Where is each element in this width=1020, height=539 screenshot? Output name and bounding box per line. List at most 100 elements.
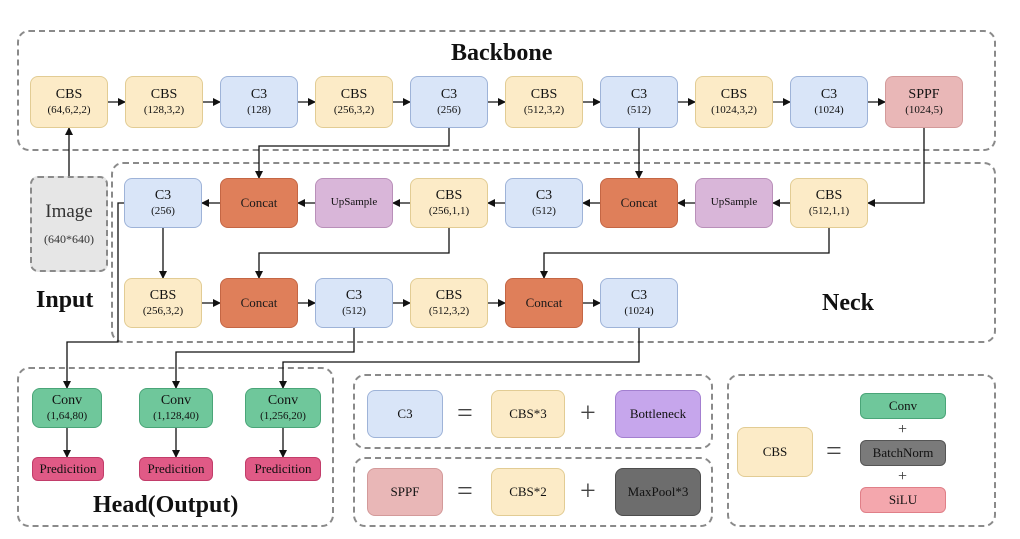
- node-title: SiLU: [888, 492, 918, 508]
- node-params: (640*640): [44, 232, 94, 247]
- node-title: Concat: [525, 295, 563, 311]
- node-title: C3: [345, 288, 363, 303]
- node-params: (1024): [814, 103, 844, 116]
- backbone-title: Backbone: [451, 40, 553, 66]
- head-prediction-2: Predicition: [139, 457, 213, 481]
- node-title: CBS: [149, 288, 177, 303]
- node-title: CBS: [530, 87, 558, 102]
- neck-concat-2: Concat: [600, 178, 678, 228]
- legend-c3: C3: [367, 390, 443, 438]
- node-title: C3: [250, 87, 268, 102]
- node-params: (512,3,2): [428, 304, 470, 317]
- node-title: Predicition: [147, 461, 205, 477]
- backbone-cbs-4: CBS(512,3,2): [505, 76, 583, 128]
- neck-title: Neck: [822, 290, 874, 316]
- node-title: Conv: [888, 398, 918, 414]
- head-conv-2: Conv(1,128,40): [139, 388, 213, 428]
- head-conv-3: Conv(1,256,20): [245, 388, 321, 428]
- neck-cbs-512-3-2: CBS(512,3,2): [410, 278, 488, 328]
- neck-concat-4: Concat: [505, 278, 583, 328]
- input-image: Image (640*640): [30, 176, 108, 272]
- c3-legend-region: [353, 374, 713, 449]
- legend-conv: Conv: [860, 393, 946, 419]
- node-title: Concat: [240, 195, 278, 211]
- node-params: (512,1,1): [808, 204, 850, 217]
- connector-arrow: [172, 328, 355, 389]
- node-title: SPPF: [908, 87, 940, 102]
- connector-arrow: [279, 328, 640, 389]
- node-title: Concat: [620, 195, 658, 211]
- backbone-cbs-5: CBS(1024,3,2): [695, 76, 773, 128]
- neck-region: [111, 162, 996, 343]
- backbone-cbs-2: CBS(128,3,2): [125, 76, 203, 128]
- neck-c3-512: C3(512): [505, 178, 583, 228]
- backbone-c3-1: C3(128): [220, 76, 298, 128]
- node-params: (512): [342, 304, 366, 317]
- node-title: UpSample: [330, 196, 378, 209]
- connector-arrow: [867, 128, 925, 207]
- node-title: CBS*3: [509, 406, 547, 422]
- node-params: (1024,5): [905, 103, 943, 116]
- node-title: UpSample: [710, 196, 758, 209]
- node-title: CBS: [762, 444, 788, 460]
- node-title: Conv: [267, 393, 299, 408]
- neck-c3-1024: C3(1024): [600, 278, 678, 328]
- connector-arrow: [255, 128, 450, 179]
- equals-sign: =: [826, 436, 842, 467]
- neck-concat-3: Concat: [220, 278, 298, 328]
- plus-sign: +: [580, 476, 596, 507]
- neck-c3-256: C3(256): [124, 178, 202, 228]
- node-params: (64,6,2,2): [47, 103, 91, 116]
- node-title: C3: [154, 188, 172, 203]
- node-params: (256): [437, 103, 461, 116]
- node-title: CBS: [720, 87, 748, 102]
- neck-c3-512-b: C3(512): [315, 278, 393, 328]
- backbone-c3-4: C3(1024): [790, 76, 868, 128]
- node-title: CBS: [435, 288, 463, 303]
- legend-maxpool: MaxPool*3: [615, 468, 701, 516]
- node-title: MaxPool*3: [627, 484, 689, 500]
- node-params: (256): [151, 204, 175, 217]
- legend-cbs2: CBS*2: [491, 468, 565, 516]
- head-prediction-3: Predicition: [245, 457, 321, 481]
- neck-cbs-512-1-1: CBS(512,1,1): [790, 178, 868, 228]
- connector-arrow: [63, 202, 124, 389]
- node-title: CBS: [435, 188, 463, 203]
- head-prediction-1: Predicition: [32, 457, 104, 481]
- connector-arrow: [255, 228, 450, 279]
- node-title: Conv: [51, 393, 83, 408]
- node-params: (256,1,1): [428, 204, 470, 217]
- neck-upsample-2: UpSample: [695, 178, 773, 228]
- node-title: CBS: [55, 87, 83, 102]
- node-title: CBS: [150, 87, 178, 102]
- neck-upsample-1: UpSample: [315, 178, 393, 228]
- plus-sign: +: [898, 468, 908, 485]
- backbone-c3-3: C3(512): [600, 76, 678, 128]
- node-title: C3: [820, 87, 838, 102]
- legend-cbs3: CBS*3: [491, 390, 565, 438]
- node-title: C3: [440, 87, 458, 102]
- input-title: Input: [36, 287, 94, 313]
- head-conv-1: Conv(1,64,80): [32, 388, 102, 428]
- node-params: (1024,3,2): [711, 103, 757, 116]
- node-title: CBS: [815, 188, 843, 203]
- node-params: (128): [247, 103, 271, 116]
- node-title: Predicition: [39, 461, 97, 477]
- node-title: C3: [630, 288, 648, 303]
- node-params: (512): [627, 103, 651, 116]
- node-params: (512,3,2): [523, 103, 565, 116]
- node-title: Image: [45, 201, 93, 223]
- neck-cbs-256-3-2: CBS(256,3,2): [124, 278, 202, 328]
- node-params: (256,3,2): [142, 304, 184, 317]
- legend-sppf: SPPF: [367, 468, 443, 516]
- node-title: CBS*2: [509, 484, 547, 500]
- node-params: (1024): [624, 304, 654, 317]
- sppf-legend-region: [353, 457, 713, 527]
- node-title: CBS: [340, 87, 368, 102]
- legend-batchnorm: BatchNorm: [860, 440, 946, 466]
- node-title: Concat: [240, 295, 278, 311]
- plus-sign: +: [898, 421, 908, 438]
- backbone-region: [17, 30, 996, 151]
